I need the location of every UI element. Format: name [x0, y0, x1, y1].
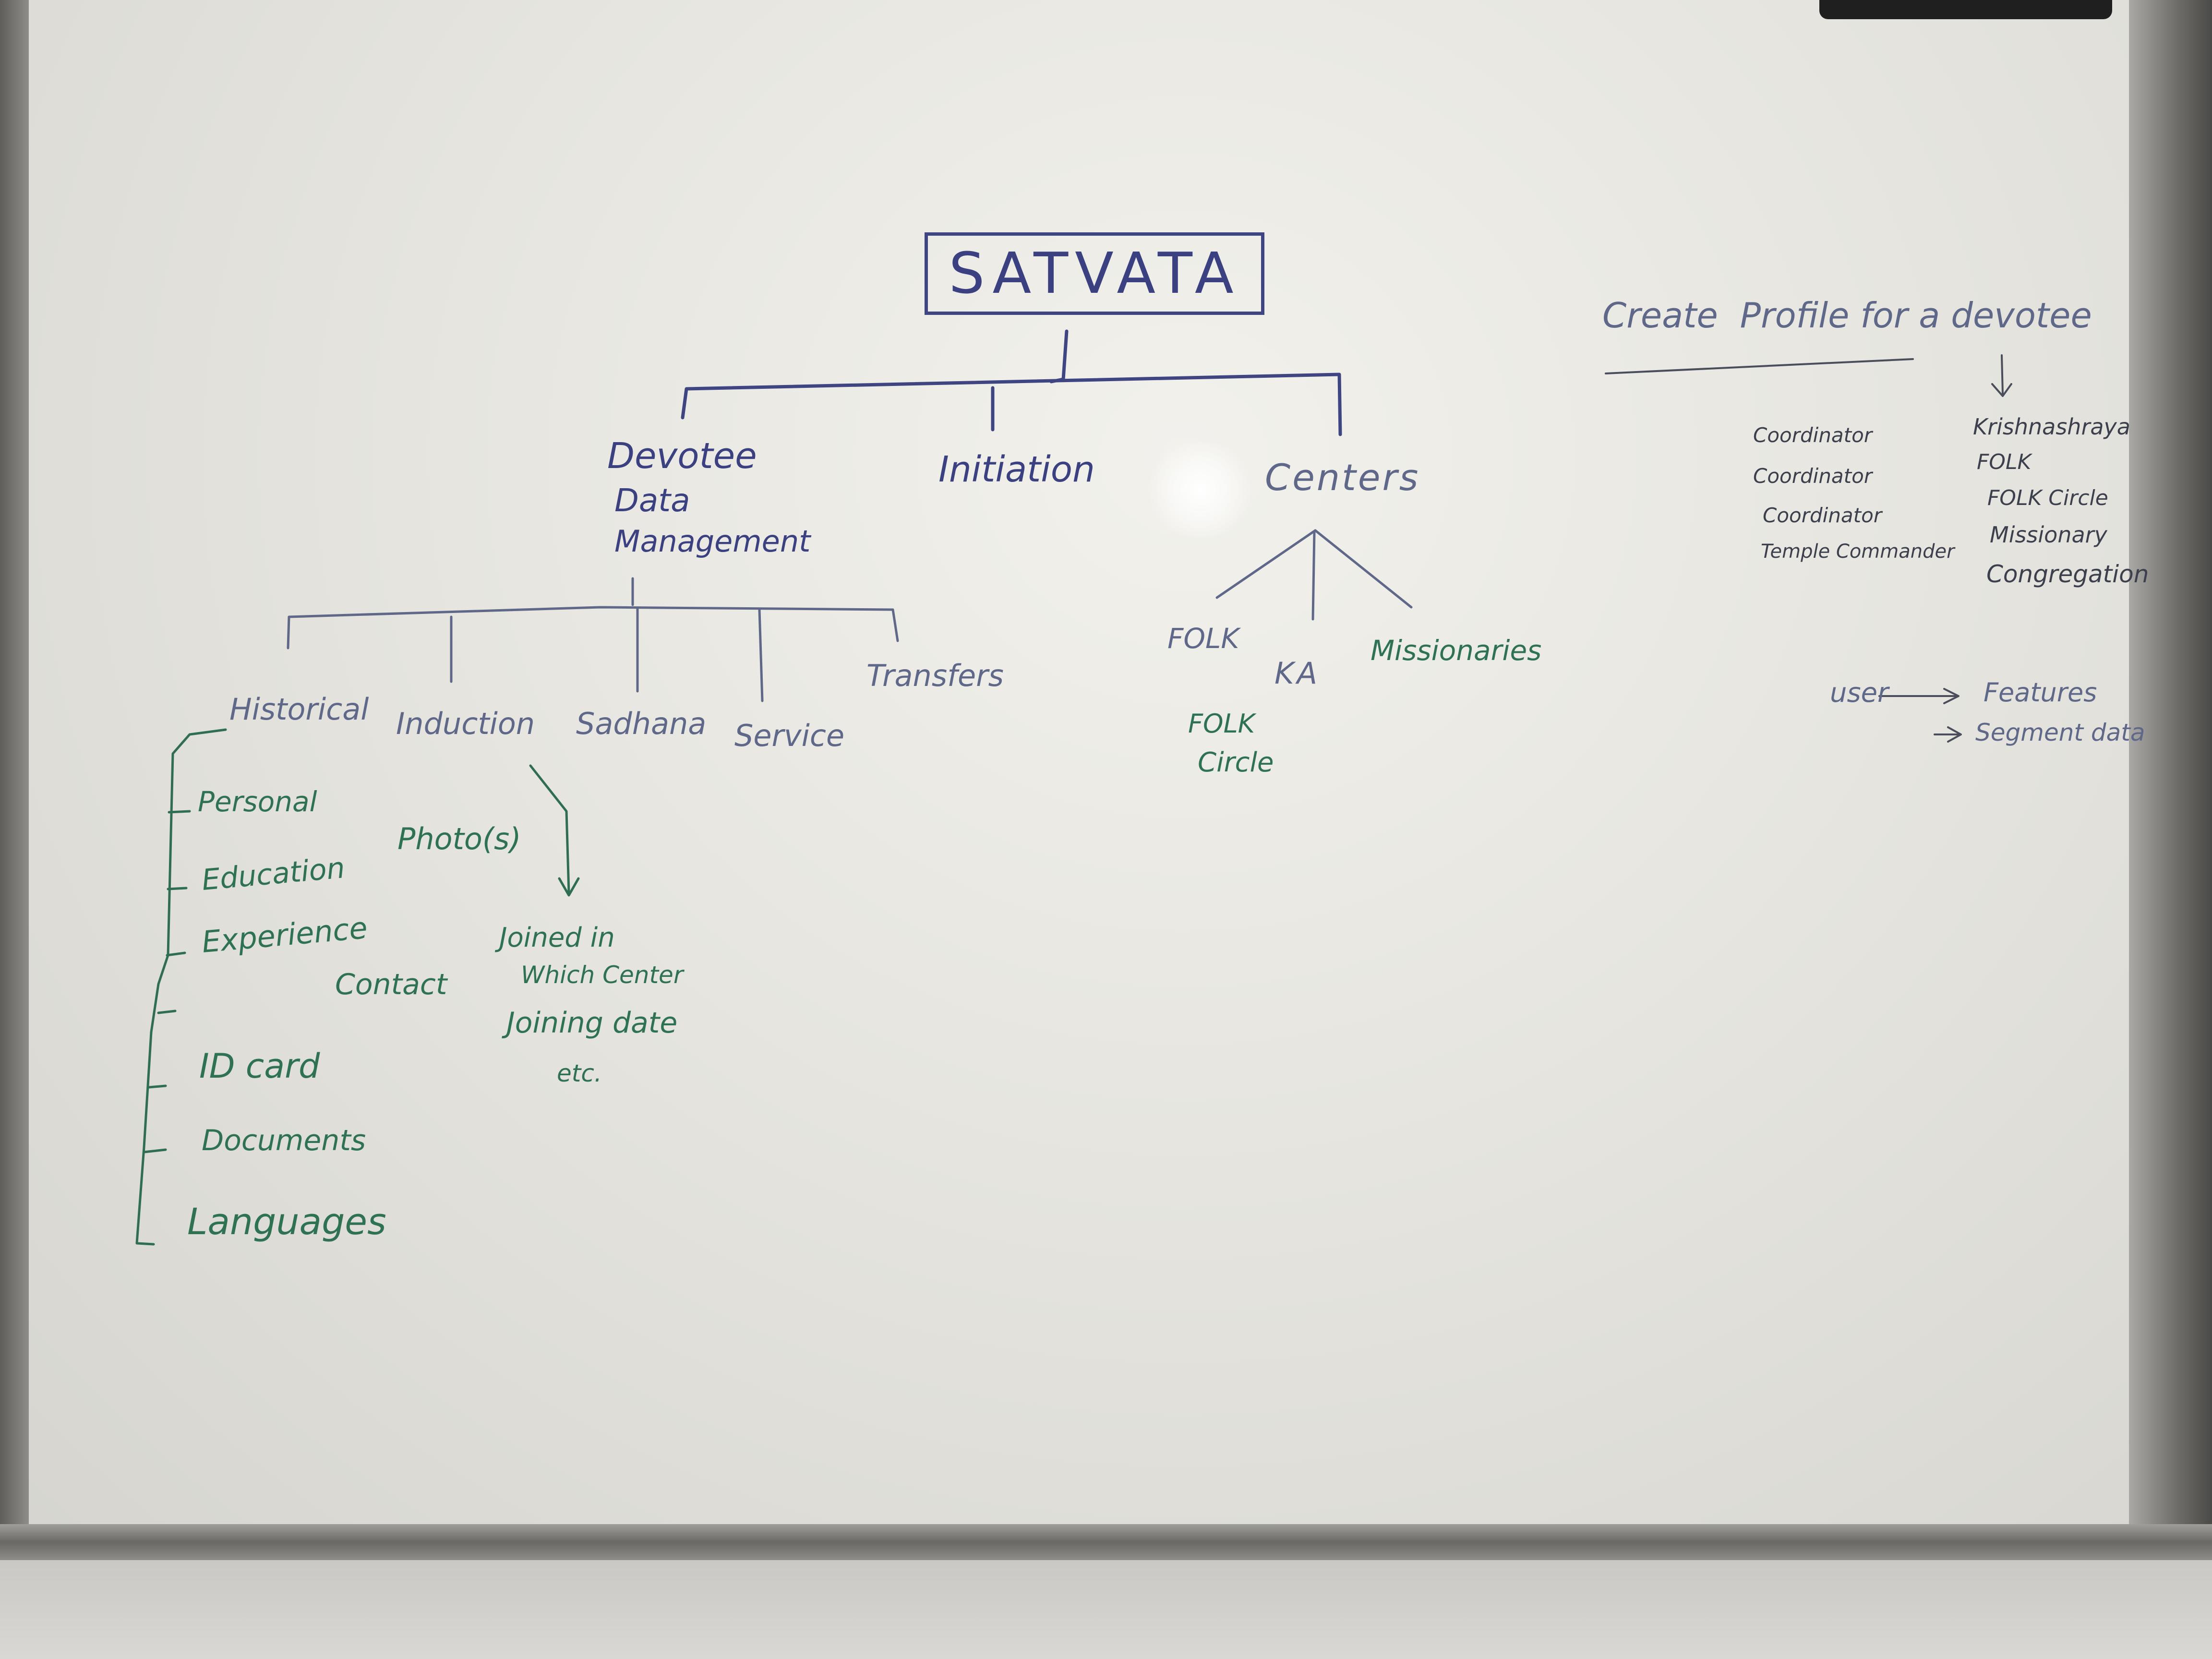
node-service: Service — [734, 718, 845, 753]
marker-tray — [0, 1524, 2212, 1560]
board-eraser — [1819, 0, 2112, 19]
title-stem — [1049, 329, 1069, 384]
whiteboard — [29, 0, 2129, 1524]
node-sadhana: Sadhana — [576, 706, 707, 741]
features-label: Features — [1984, 677, 2097, 708]
item-id-card: ID card — [199, 1046, 320, 1086]
experience-tick — [166, 951, 186, 957]
board-frame-left — [0, 0, 29, 1551]
node-transfers: Transfers — [866, 658, 1004, 693]
program-krishnashraya: Krishnashraya — [1973, 414, 2130, 440]
item-joining-date: Joining date — [506, 1006, 678, 1040]
role-coordinator-2: Coordinator — [1753, 464, 1873, 488]
item-which-center: Which Center — [521, 961, 684, 989]
node-folk-circle-1: FOLK — [1188, 709, 1255, 739]
education-tick — [167, 887, 188, 890]
role-temple-commander: Temple Commander — [1761, 541, 1955, 563]
node-missionaries: Missionaries — [1370, 634, 1542, 667]
item-personal: Personal — [198, 785, 317, 818]
item-contact: Contact — [335, 968, 447, 1001]
board-frame-right — [2129, 0, 2212, 1551]
induction-arrow — [529, 764, 580, 897]
heading-underline — [1605, 358, 1914, 374]
node-folk-circle-2: Circle — [1198, 747, 1274, 778]
notes-heading: Create Profile for a devotee — [1602, 295, 2092, 336]
node-data: Data — [614, 482, 690, 519]
node-folk: FOLK — [1167, 622, 1239, 655]
contact-tick — [157, 1010, 177, 1014]
segment-arrow — [1934, 726, 1962, 743]
item-etc: etc. — [557, 1059, 602, 1087]
documents-tick — [143, 1148, 167, 1154]
program-folk-circle: FOLK Circle — [1987, 486, 2108, 510]
title-box — [925, 232, 1264, 315]
idcard-tick — [147, 1084, 167, 1089]
centers-right — [1314, 529, 1413, 609]
item-languages: Languages — [187, 1200, 386, 1243]
node-management: Management — [614, 524, 811, 559]
program-congregation: Congregation — [1986, 560, 2149, 588]
node-historical: Historical — [229, 692, 369, 727]
ddm-bar — [287, 606, 899, 649]
centers-mid — [1311, 530, 1316, 621]
personal-tick — [168, 810, 191, 814]
features-arrow — [1878, 688, 1960, 704]
program-missionary: Missionary — [1990, 522, 2107, 548]
user-label: user — [1830, 677, 1889, 709]
heading-arrow — [1991, 354, 2012, 397]
node-initiation: Initiation — [938, 449, 1095, 490]
node-centers: Centers — [1265, 456, 1420, 499]
level1-bar — [681, 373, 1342, 436]
program-folk: FOLK — [1977, 450, 2032, 474]
segment-data-label: Segment data — [1975, 719, 2145, 746]
diagram-title: SATVATA — [949, 240, 1240, 307]
historical-bracket — [135, 728, 227, 1246]
service-drop — [758, 608, 764, 702]
node-devotee: Devotee — [607, 435, 757, 477]
item-documents: Documents — [202, 1124, 366, 1157]
item-photos: Photo(s) — [397, 821, 521, 856]
wall-below-board — [0, 1560, 2212, 1659]
node-induction: Induction — [396, 706, 535, 741]
item-joined-in: Joined in — [499, 922, 615, 953]
role-coordinator-1: Coordinator — [1753, 423, 1873, 447]
role-coordinator-3: Coordinator — [1763, 504, 1882, 527]
node-ka: KA — [1274, 656, 1321, 691]
centers-from — [1215, 529, 1317, 599]
light-glare — [1142, 442, 1258, 538]
